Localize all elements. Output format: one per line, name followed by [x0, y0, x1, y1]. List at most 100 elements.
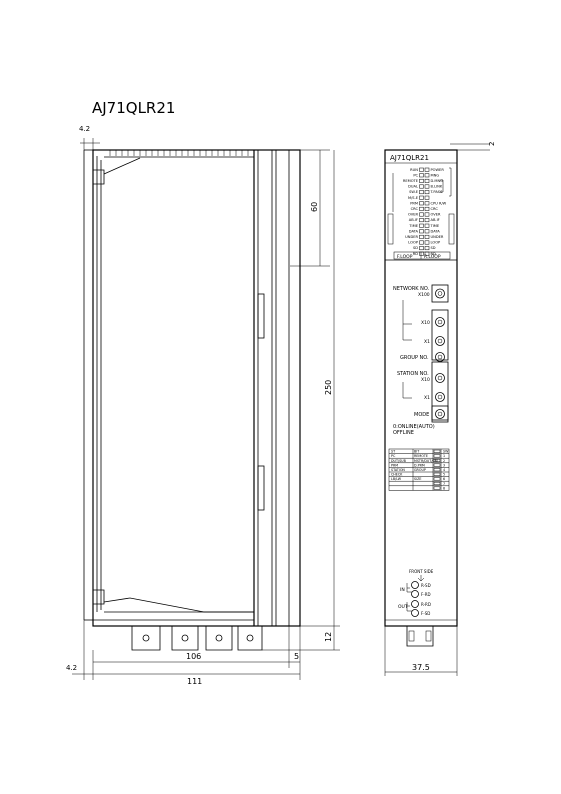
led-indicator-left: [419, 234, 424, 239]
led-label-left: DATA: [409, 229, 419, 233]
label-network-no: NETWORK NO.: [393, 286, 430, 292]
led-label-left: RUN: [410, 168, 418, 172]
rotary-station-x1[interactable]: [435, 392, 445, 402]
led-indicator-left: [419, 229, 424, 234]
led-indicator-right: [424, 173, 430, 178]
led-label-right: D.MNG: [431, 179, 444, 183]
label-x10: X10: [421, 320, 430, 326]
dip-switch[interactable]: [433, 458, 441, 463]
dim-front-width: 37.5: [412, 663, 430, 672]
settings-table-cell: STATION: [391, 468, 405, 472]
led-indicator-left: [419, 251, 424, 256]
front-header: AJ71QLR21: [390, 154, 429, 162]
led-label-left: REMOTE: [403, 179, 419, 183]
led-indicator-right: [424, 218, 430, 223]
front-bottom-connector: [406, 626, 434, 647]
settings-table-cell: DUT/SUB: [391, 459, 407, 463]
port-in-1[interactable]: [411, 581, 419, 589]
led-label-left: PRM: [410, 201, 418, 205]
rotary-mode[interactable]: [435, 409, 445, 419]
settings-table-cell: D.PRM: [414, 463, 425, 467]
led-indicator-right: [424, 229, 430, 234]
led-label-right: OVER: [431, 213, 441, 217]
led-indicator-left: [419, 223, 424, 228]
led-indicator-left: [419, 201, 424, 206]
port-in-2[interactable]: [411, 590, 419, 598]
rotary-station-x10[interactable]: [435, 373, 445, 383]
rotary-group-no[interactable]: [435, 352, 445, 362]
led-label-right: UNDER: [431, 235, 444, 239]
label-station-x10: X10: [421, 377, 430, 383]
led-label-left: LOOP: [408, 241, 419, 245]
led-label-right: LOOP: [431, 241, 442, 245]
dim-height-upper: 60: [310, 202, 319, 212]
settings-table-cell: 7: [443, 482, 445, 486]
dip-switch[interactable]: [433, 477, 441, 481]
led-indicator-left: [419, 184, 424, 189]
dip-switch[interactable]: [433, 454, 441, 458]
settings-table-cell: 8: [443, 486, 445, 490]
label-station-x1: X1: [424, 395, 430, 401]
label-group-no: GROUP NO.: [400, 355, 429, 361]
label-x1: X1: [424, 339, 430, 345]
front-body-outline: [384, 149, 458, 627]
led-indicator-left: [419, 240, 424, 245]
label-in: IN: [400, 587, 405, 593]
dip-switch[interactable]: [433, 472, 441, 476]
dip-switch[interactable]: [433, 449, 441, 453]
settings-table-cell: PRM: [391, 463, 398, 467]
dip-switch[interactable]: [433, 463, 441, 467]
port-label-4: F-SD: [421, 611, 430, 616]
settings-table-cell: SW: [443, 450, 449, 454]
label-offline: OFFLINE: [393, 430, 414, 436]
led-label-left: SW.E: [409, 190, 419, 194]
label-network-x100: X100: [418, 292, 430, 298]
dim-bottom-offset: 4.2: [66, 664, 77, 672]
led-label-right: B.LINK: [431, 185, 443, 189]
port-out-2[interactable]: [411, 609, 419, 617]
side-dimensions: 4.2 60 250 12 106 5 111 4.2: [66, 125, 340, 686]
rotary-network-x10[interactable]: [435, 317, 445, 327]
led-indicator-right: [424, 178, 430, 183]
led-label-left: RD: [413, 252, 418, 256]
dip-switch[interactable]: [433, 486, 441, 490]
led-label-left: M/S.E: [408, 196, 419, 200]
led-label-left: SD: [413, 246, 418, 250]
settings-table-cell: MSTR/DUT/CM: [414, 459, 438, 463]
led-label-right: SD: [431, 246, 436, 250]
settings-table-cell: 3: [443, 463, 445, 467]
dip-switch[interactable]: [433, 481, 441, 486]
led-indicator-left: [419, 218, 424, 223]
port-label-2: F-RD: [421, 592, 431, 597]
port-label-1: R-SD: [421, 583, 431, 588]
led-indicator-left: [419, 173, 424, 178]
front-left-rail: [387, 213, 394, 245]
side-view: [83, 149, 301, 651]
led-indicator-right: [424, 184, 430, 189]
led-indicator-right: [424, 167, 430, 172]
led-indicator-right: [424, 201, 430, 206]
led-label-left: OVER: [408, 213, 418, 217]
side-slot-upper: [257, 293, 265, 339]
led-label-left: CRC: [411, 207, 419, 211]
dip-switch[interactable]: [433, 468, 441, 472]
led-label-right: POWER: [431, 168, 445, 172]
dim-height-bottom: 12: [324, 632, 333, 642]
dim-height-total: 250: [324, 380, 333, 395]
label-front-side: FRONT SIDE: [409, 569, 434, 574]
led-indicator-left: [419, 206, 424, 211]
led-label-right: CPU R/W: [431, 201, 447, 205]
led-indicator-right: [424, 234, 430, 239]
dim-depth-inner: 106: [186, 652, 201, 661]
rotary-network-x100[interactable]: [435, 288, 445, 299]
settings-table-cell: SIZE: [414, 477, 421, 481]
led-indicator-right: [424, 212, 430, 217]
rotary-network-x1[interactable]: [435, 336, 445, 346]
settings-table-cell: 2: [443, 459, 445, 463]
led-label-left: UNDER: [405, 235, 418, 239]
label-mode: MODE: [414, 412, 429, 418]
port-out-1[interactable]: [411, 600, 419, 608]
